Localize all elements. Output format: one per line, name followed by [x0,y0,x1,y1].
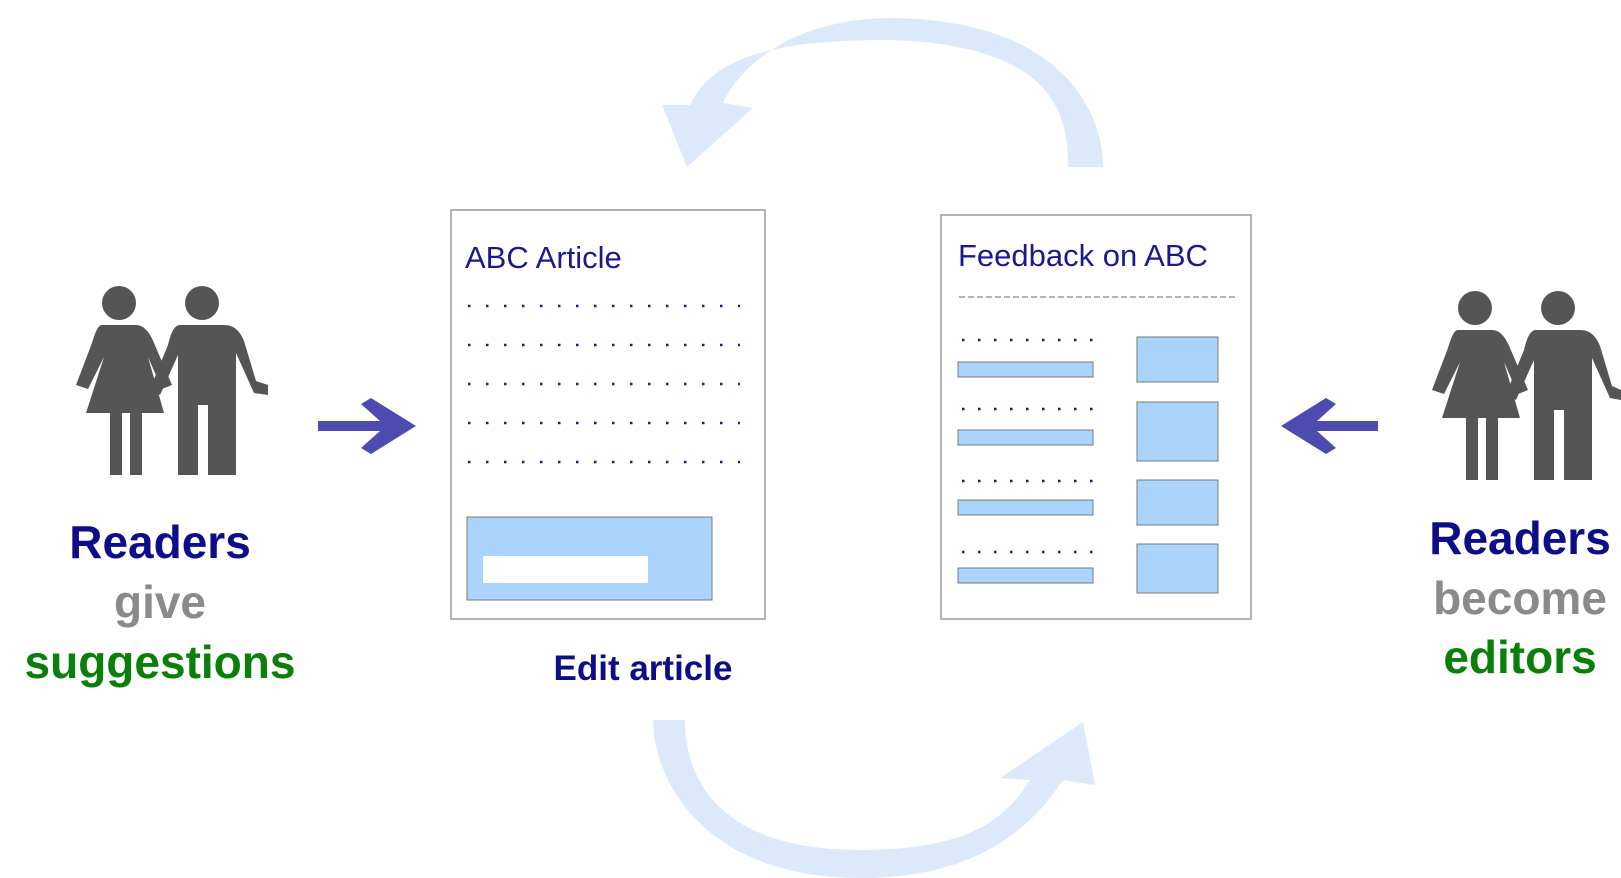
feedback-box [1136,401,1219,462]
right-caption-editors: editors [1443,631,1596,683]
woman-icon [76,286,172,475]
feedback-document: Feedback on ABC [940,214,1252,620]
article-title: ABC Article [465,240,622,275]
article-document: ABC Article [450,209,766,620]
woman-icon [1432,291,1528,480]
cycle-arrow-bottom [653,720,1095,878]
cycle-arrow-top [662,18,1103,167]
curved-arrow-icon [653,720,1095,878]
edit-input [483,556,648,583]
left-caption-suggestions: suggestions [25,636,296,688]
feedback-box [1136,336,1219,383]
arrow-left-icon [1281,398,1378,454]
left-caption-give: give [114,576,206,628]
curved-arrow-icon [662,18,1103,167]
feedback-bar [957,499,1094,516]
edit-article-caption: Edit article [554,649,733,688]
feedback-bar [957,361,1094,378]
man-icon [150,286,268,475]
readers-left-icon [76,286,268,475]
feedback-box [1136,479,1219,526]
man-icon [1506,291,1621,480]
feedback-boxes [1136,336,1219,594]
feedback-bar [957,567,1094,584]
feedback-title: Feedback on ABC [958,238,1208,273]
feedback-box [1136,543,1219,594]
left-caption-readers: Readers [69,516,251,568]
feedback-bar [957,429,1094,446]
right-caption-readers: Readers [1429,512,1611,564]
arrow-right-icon [318,398,416,454]
right-caption-become: become [1433,572,1607,624]
feedback-bars [957,361,1094,584]
readers-right-icon [1432,291,1621,480]
